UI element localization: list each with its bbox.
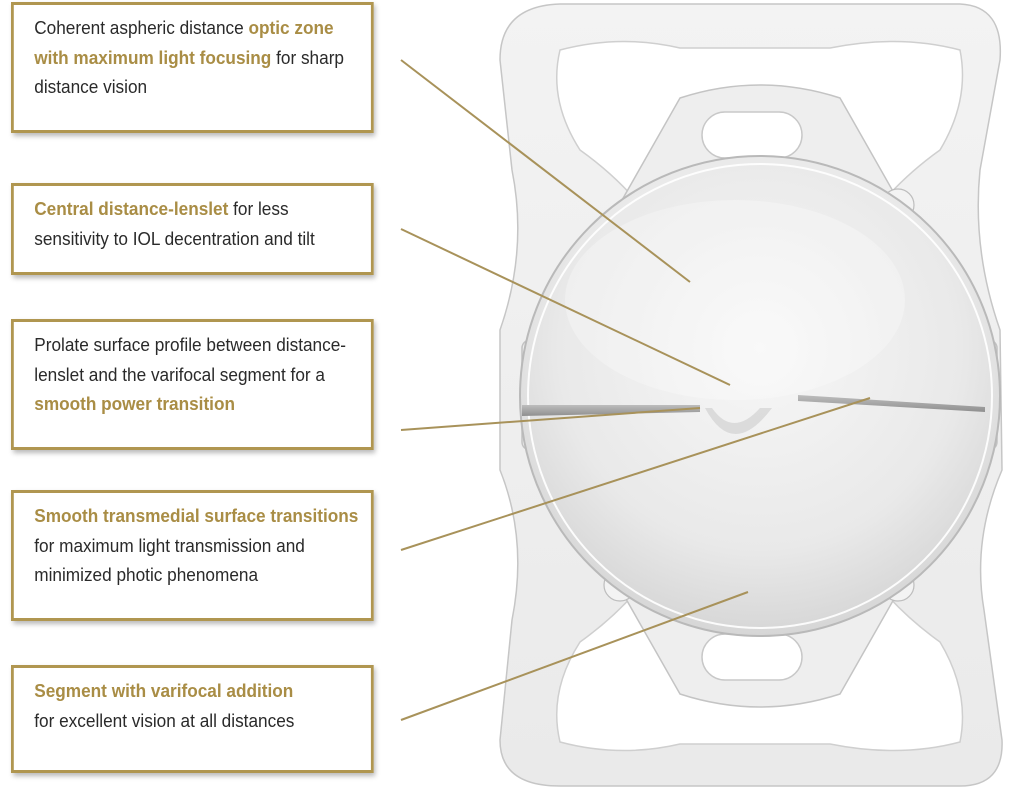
callout-prolate-profile: Prolate surface profile between distance…	[11, 319, 374, 450]
callout-highlight: smooth power transition	[34, 393, 235, 414]
callout-highlight: Segment with varifocal addition	[34, 680, 293, 701]
callout-text: Coherent aspheric distance	[34, 17, 248, 38]
callout-text: for excellent vision at all distances	[34, 710, 294, 731]
callout-text: Prolate surface profile between distance…	[34, 334, 346, 385]
upper-slot	[702, 112, 802, 158]
lower-slot	[702, 634, 802, 680]
callout-varifocal-segment: Segment with varifocal addition for exce…	[11, 665, 374, 773]
callout-transmedial-transitions: Smooth transmedial surface transitions f…	[11, 490, 374, 621]
callout-highlight: Smooth transmedial surface transitions	[34, 505, 358, 526]
callout-text: for maximum light transmission and minim…	[34, 535, 305, 586]
callout-highlight: Central distance-lenslet	[34, 198, 228, 219]
callout-central-lenslet: Central distance-lenslet for less sensit…	[11, 183, 374, 275]
callout-optic-zone: Coherent aspheric distance optic zone wi…	[11, 2, 374, 133]
optic-highlight	[565, 200, 905, 400]
